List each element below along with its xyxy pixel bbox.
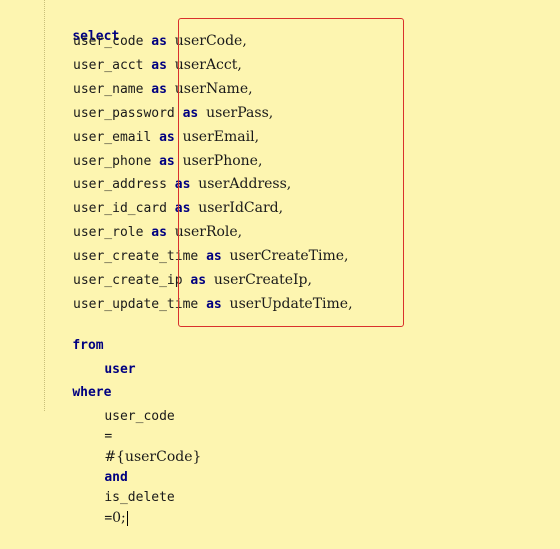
- code-line-column: user_password as userPass,: [73, 103, 273, 123]
- code-line-column: user_phone as userPhone,: [73, 151, 262, 171]
- column-name: user_id_card: [73, 201, 167, 217]
- keyword-as: as: [159, 153, 175, 169]
- column-name: user_address: [73, 177, 167, 193]
- column-name: user_update_time: [73, 296, 199, 312]
- code-line-where: where: [41, 363, 111, 400]
- keyword-as: as: [182, 105, 199, 121]
- keyword-as: as: [174, 201, 191, 217]
- condition-param: #{userCode}: [104, 449, 202, 465]
- code-line-condition: user_code = #{userCode} and is_delete =0…: [73, 387, 201, 526]
- column-name: user_password: [73, 105, 175, 121]
- condition-equals: =: [104, 429, 113, 444]
- column-name: user_code: [73, 34, 144, 49]
- column-name: user_phone: [73, 153, 152, 169]
- column-alias: userPhone,: [182, 152, 263, 169]
- keyword-as: as: [151, 81, 167, 97]
- keyword-as: as: [174, 177, 191, 193]
- condition-column-2: is_delete: [104, 490, 175, 505]
- column-alias: userEmail,: [182, 128, 260, 145]
- column-alias: userCreateIp,: [213, 272, 312, 288]
- column-name: user_email: [73, 129, 152, 145]
- code-line-column: user_email as userEmail,: [73, 127, 259, 147]
- table-name: user: [104, 362, 136, 377]
- keyword-as: as: [159, 129, 175, 145]
- code-line-table: user: [73, 340, 135, 377]
- keyword-and: and: [104, 470, 128, 485]
- keyword-select: select: [72, 29, 120, 44]
- indent-guide: [44, 0, 45, 411]
- code-line-column: user_create_time as userCreateTime,: [73, 246, 349, 266]
- code-line-column: user_id_card as userIdCard,: [73, 198, 283, 218]
- code-line-select: select: [41, 7, 119, 44]
- text-caret: [126, 511, 128, 526]
- keyword-as: as: [151, 34, 167, 49]
- column-name: user_acct: [73, 57, 144, 73]
- column-name: user_role: [73, 225, 144, 241]
- column-alias: userAcct,: [174, 56, 242, 73]
- column-alias: userPass,: [206, 104, 274, 121]
- code-line-column: user_acct as userAcct,: [73, 55, 242, 75]
- code-editor[interactable]: select user_code as userCode, user_acct a…: [0, 0, 560, 526]
- column-alias: userIdCard,: [198, 200, 284, 217]
- column-alias: userUpdateTime,: [229, 295, 353, 312]
- column-name: user_name: [73, 81, 144, 97]
- keyword-as: as: [151, 225, 167, 241]
- keyword-as: as: [190, 273, 207, 288]
- column-alias: userCreateTime,: [229, 248, 349, 265]
- keyword-as: as: [206, 249, 222, 265]
- condition-column: user_code: [104, 409, 175, 424]
- column-name: user_create_ip: [73, 273, 183, 288]
- code-line-column: user_update_time as userUpdateTime,: [73, 294, 353, 314]
- column-name: user_create_time: [73, 249, 199, 265]
- column-alias: userCode,: [174, 33, 247, 49]
- code-line-column: user_create_ip as userCreateIp,: [73, 270, 312, 290]
- column-alias: userRole,: [174, 224, 243, 241]
- condition-equals-2: =: [104, 511, 113, 526]
- keyword-where: where: [72, 385, 112, 400]
- code-line-column: user_name as userName,: [73, 79, 253, 99]
- column-alias: userAddress,: [198, 176, 292, 193]
- code-line-from: from: [41, 316, 103, 353]
- code-line-column: user_code as userCode,: [73, 31, 247, 51]
- condition-value: 0;: [112, 510, 126, 526]
- code-line-column: user_role as userRole,: [73, 222, 242, 242]
- code-line-column: user_address as userAddress,: [73, 174, 291, 194]
- column-alias: userName,: [174, 80, 253, 97]
- keyword-as: as: [206, 296, 222, 312]
- keyword-as: as: [151, 57, 167, 73]
- keyword-from: from: [72, 338, 104, 353]
